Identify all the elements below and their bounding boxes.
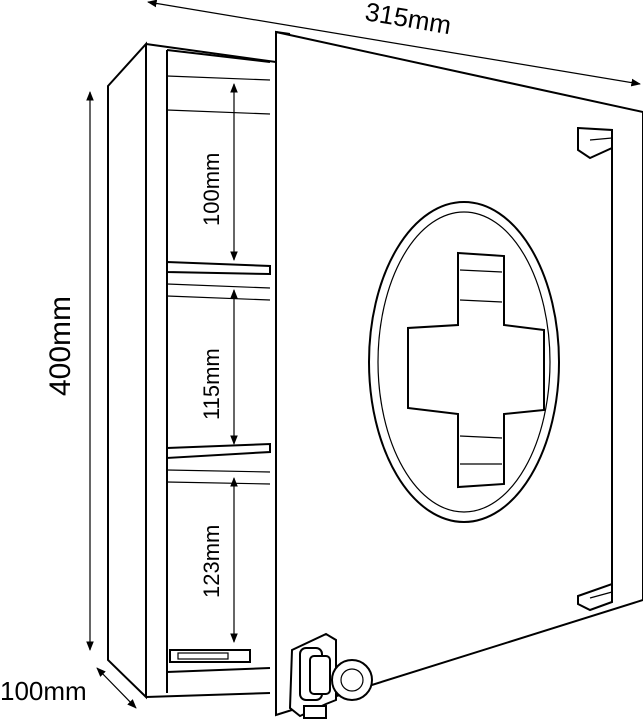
shelves <box>166 260 271 663</box>
shelf-bottom-clip <box>169 649 251 663</box>
shelf-dimensions: 100mm 115mm 123mm <box>199 83 238 643</box>
cross-icon <box>407 251 545 489</box>
first-aid-emblem <box>368 201 560 523</box>
shelf-middle-label: 115mm <box>199 348 224 420</box>
depth-arrow <box>96 667 137 709</box>
hinge-bottom <box>577 582 613 612</box>
width-arrow <box>147 0 641 87</box>
shelf-top-label: 100mm <box>199 153 224 226</box>
cabinet-body <box>107 41 277 700</box>
height-label: 400mm <box>44 296 77 396</box>
depth-dimension: 100mm <box>0 667 137 709</box>
height-dimension: 400mm <box>44 91 94 651</box>
shelf-bottom-label: 123mm <box>199 525 224 598</box>
shelf-middle <box>166 442 271 485</box>
lock-knob-icon <box>288 632 373 719</box>
shelf-top <box>166 260 271 301</box>
width-label: 315mm <box>363 0 453 40</box>
depth-label: 100mm <box>0 676 87 706</box>
hinge-top <box>577 126 613 160</box>
